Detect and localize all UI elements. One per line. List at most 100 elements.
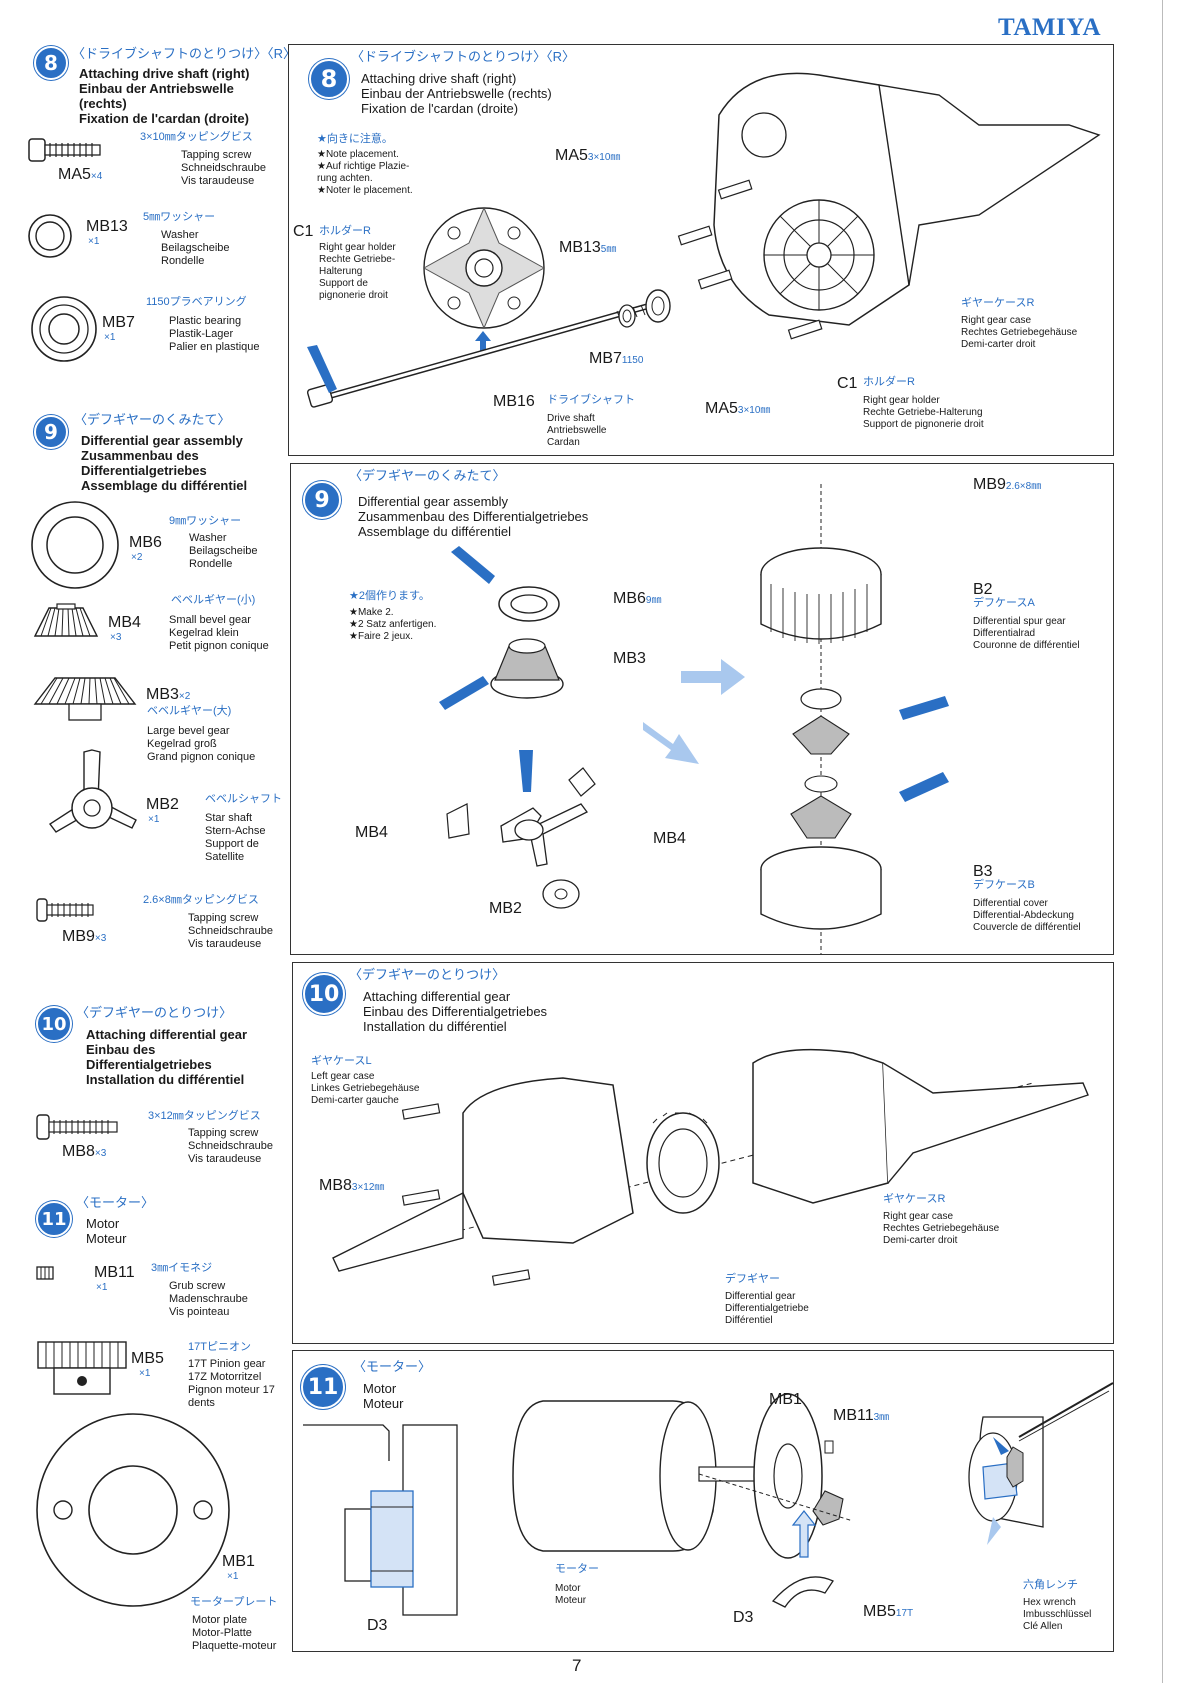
panel-8-title: Attaching drive shaft (right) Einbau der… <box>361 71 552 116</box>
mb11-code: MB11 <box>94 1264 135 1281</box>
tool-blue-marker-icon-3 <box>439 676 489 710</box>
page-number: 7 <box>572 1656 582 1675</box>
mb5-code: MB5 <box>131 1350 164 1367</box>
mb8-screw-icon <box>36 1114 118 1140</box>
panel-8-jp-title: 〈ドライブシャフトのとりつけ〉〈R〉 <box>351 49 576 64</box>
c1b-code-label: C1 <box>837 375 858 392</box>
tool-blue-marker-icon-2 <box>451 546 495 584</box>
mb6-washer-icon <box>31 501 119 589</box>
ma5-bottom-label: MA53×10㎜ <box>705 400 771 417</box>
motor-jp-label: モーター <box>555 1563 599 1575</box>
mb13-label: MB135㎜ <box>559 239 617 256</box>
hex-wrench-jp-label: 六角レンチ <box>1023 1579 1078 1591</box>
diff-gear-jp-label: デフギヤー <box>725 1273 780 1285</box>
mb5-jp: 17Tピニオン <box>188 1341 251 1353</box>
panel-9-note-jp: ★2個作ります。 <box>349 590 430 602</box>
step-11-jp-title: 〈モーター〉 <box>76 1195 155 1210</box>
mb8-desc: Tapping screw Schneidschraube Vis taraud… <box>188 1127 274 1165</box>
mb1-desc: Motor plate Motor-Platte Plaquette-moteu… <box>192 1614 277 1652</box>
mb3-label: MB3 <box>613 650 646 667</box>
right-case-desc-label: Right gear case Rechtes Getriebegehäuse … <box>961 315 1078 350</box>
mb1-code: MB1 <box>222 1553 255 1570</box>
panel-9-note: ★Make 2. ★2 Satz anfertigen. ★Faire 2 je… <box>349 607 437 642</box>
panel-8-note: ★Note placement. ★Auf richtige Plazie- r… <box>317 149 413 196</box>
mb1-qty: ×1 <box>227 1571 239 1582</box>
tool-blue-marker-icon-5 <box>899 696 949 720</box>
placement-arrow-icon <box>475 331 491 355</box>
mb6-label: MB69㎜ <box>613 590 662 607</box>
diff-gear-desc-label: Differential gear Differentialgetriebe D… <box>725 1291 809 1326</box>
panel-9-jp-title: 〈デフギヤーのくみたて〉 <box>349 468 506 483</box>
right-case-jp-label-10: ギヤケースR <box>883 1193 946 1205</box>
c1-desc-label: Right gear holder Rechte Getriebe- Halte… <box>319 242 396 301</box>
mb8-jp: 3×12㎜タッピングビス <box>148 1110 261 1122</box>
tool-blue-marker-icon-4 <box>519 750 533 792</box>
mb7-jp: 1150プラベアリング <box>146 296 247 308</box>
ma5-jp: 3×10㎜タッピングビス <box>140 131 253 143</box>
hex-wrench-desc-label: Hex wrench Imbusschlüssel Clé Allen <box>1023 1597 1092 1632</box>
panel-step-9: 9 〈デフギヤーのくみたて〉 Differential gear assembl… <box>290 463 1114 955</box>
mb9-jp: 2.6×8㎜タッピングビス <box>143 894 259 906</box>
b3-jp-label: デフケースB <box>973 879 1035 891</box>
mb6-jp: 9㎜ワッシャー <box>169 515 242 527</box>
panel-8-badge: 8 <box>309 59 349 99</box>
panel-11-jp-title: 〈モーター〉 <box>353 1359 432 1374</box>
mb1-jp: モータープレート <box>190 1596 278 1608</box>
ma5-screws-drawing <box>677 179 823 340</box>
mb16-desc-label: Drive shaft Antriebswelle Cardan <box>547 413 607 448</box>
panel-10-title: Attaching differential gear Einbau des D… <box>363 989 548 1034</box>
mb11-desc: Grub screw Madenschraube Vis pointeau <box>169 1280 248 1318</box>
c1-code-label: C1 <box>293 223 314 240</box>
mb5-pinion-gear-icon <box>37 1341 127 1395</box>
panel-11-title: Motor Moteur <box>363 1381 404 1411</box>
mb1-label: MB1 <box>769 1391 802 1408</box>
step-11-title: Motor Moteur <box>86 1216 127 1246</box>
mb13-washer-icon <box>28 214 72 258</box>
panel-8-note-jp: ★向きに注意。 <box>317 133 393 145</box>
panel-10-badge: 10 <box>303 973 345 1015</box>
step-10-title: Attaching differential gear Einbau des D… <box>86 1027 248 1087</box>
mb4-code: MB4 <box>108 614 141 631</box>
mb4-desc: Small bevel gear Kegelrad klein Petit pi… <box>169 614 269 652</box>
gear-case-assembly-drawing <box>332 1048 1089 1286</box>
mb11-qty: ×1 <box>96 1282 108 1293</box>
motor-side-detail-drawing <box>303 1424 458 1616</box>
mb8-code: MB8×3 <box>62 1143 107 1160</box>
ma5-code: MA5×4 <box>58 166 103 183</box>
b2-jp-label: デフケースA <box>973 597 1035 609</box>
step-8-badge: 8 <box>34 46 68 80</box>
mb2-star-shaft-icon <box>48 749 137 833</box>
ma5-screw-icon <box>28 138 101 162</box>
tool-blue-marker-icon <box>307 345 337 393</box>
mb9-desc: Tapping screw Schneidschraube Vis taraud… <box>188 912 274 950</box>
page-edge-line <box>1162 0 1163 1683</box>
brand-logo: TAMIYA <box>998 14 1102 41</box>
step-8-title: Attaching drive shaft (right) Einbau der… <box>79 66 250 126</box>
gear-holder-detail <box>422 206 546 330</box>
mb8-label: MB83×12㎜ <box>319 1177 385 1194</box>
c1b-desc-label: Right gear holder Rechte Getriebe-Halter… <box>863 395 984 430</box>
mb5-desc: 17T Pinion gear 17Z Motorritzel Pignon m… <box>188 1358 275 1409</box>
b3-desc-label: Differential cover Differential-Abdeckun… <box>973 898 1081 933</box>
mb11-label: MB113㎜ <box>833 1407 890 1424</box>
mb2-jp: ベベルシャフト <box>205 793 282 805</box>
b2-desc-label: Differential spur gear Differentialrad C… <box>973 616 1080 651</box>
mb13-desc: Washer Beilagscheibe Rondelle <box>161 229 230 267</box>
panel-step-10: 10 〈デフギヤーのとりつけ〉 Attaching differential g… <box>292 962 1114 1344</box>
mb7-label: MB71150 <box>589 350 644 367</box>
step-10-badge: 10 <box>36 1006 72 1042</box>
panel-9-title: Differential gear assembly Zusammenbau d… <box>358 494 589 539</box>
mb11-jp: 3㎜イモネジ <box>151 1262 213 1274</box>
mb7-desc: Plastic bearing Plastik-Lager Palier en … <box>169 315 260 353</box>
ma5-top-label: MA53×10㎜ <box>555 147 621 164</box>
star-shaft-assembly-drawing <box>446 767 596 909</box>
mb3-code: MB3×2 <box>146 686 191 703</box>
mb3-bevel-gear-drawing <box>490 638 564 699</box>
mb7-bearing-icon <box>31 296 97 362</box>
hex-wrench-detail-drawing <box>968 1382 1114 1545</box>
right-case-desc-label-10: Right gear case Rechtes Getriebegehäuse … <box>883 1211 1000 1246</box>
mb13-jp: 5㎜ワッシャー <box>143 211 216 223</box>
step-8-jp-title: 〈ドライブシャフトのとりつけ〉〈R〉 <box>72 46 297 61</box>
mb9-screw-icon <box>36 898 94 922</box>
right-gear-case-drawing <box>713 72 1101 326</box>
